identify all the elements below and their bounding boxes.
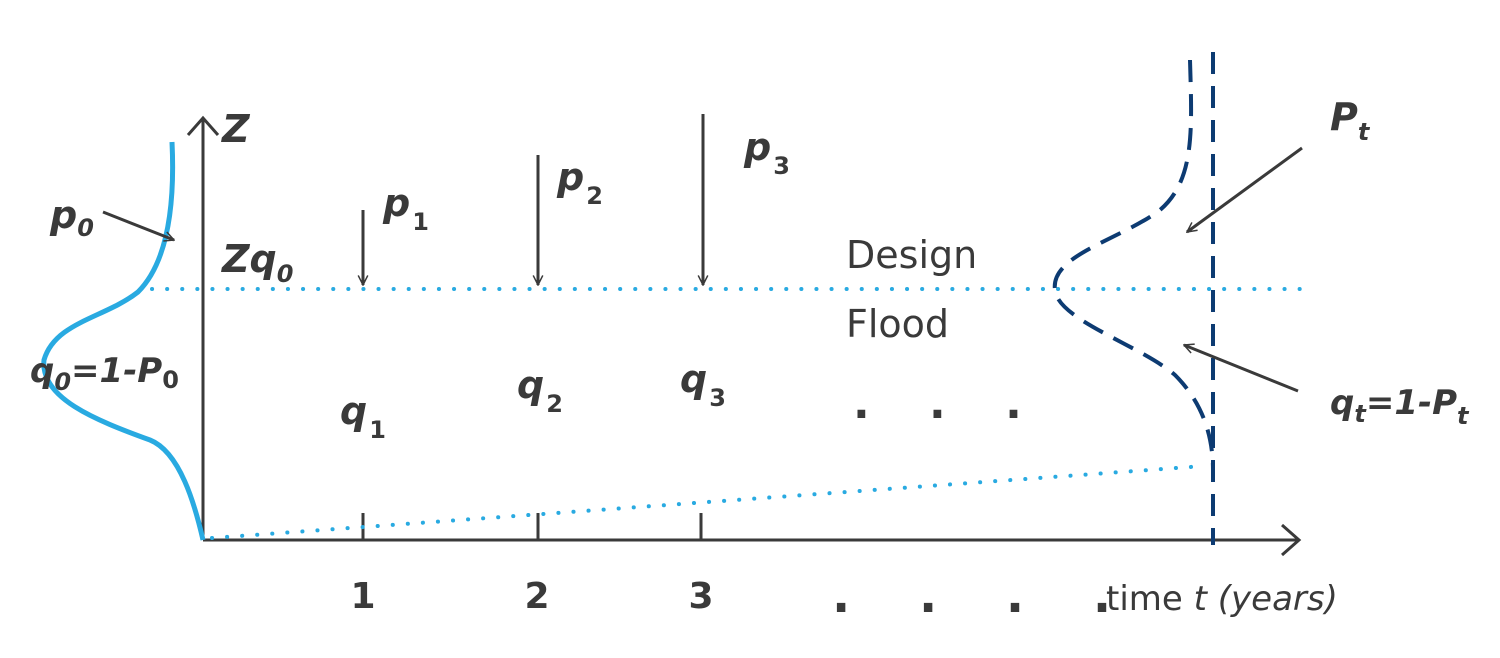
x-axis-ellipsis: . . . . bbox=[832, 568, 1137, 624]
zq0-label: Zq0 bbox=[221, 237, 293, 288]
Pt-label: Pt bbox=[1330, 95, 1371, 146]
p1-label: p1 bbox=[382, 181, 429, 236]
p3-label: p3 bbox=[743, 125, 790, 180]
p0-arrow bbox=[102, 210, 174, 240]
q1-label: q1 bbox=[340, 389, 386, 444]
q0-equation-label: q0=1-P0 bbox=[30, 351, 179, 396]
x-tick-label-1: 1 bbox=[350, 576, 375, 617]
p0-label: p0 bbox=[49, 193, 94, 242]
future-distribution-curve bbox=[1052, 59, 1215, 471]
q2-label: q2 bbox=[517, 363, 563, 418]
initial-distribution-curve bbox=[41, 141, 206, 541]
y-axis-label: Z bbox=[221, 107, 251, 151]
q3-label: q3 bbox=[680, 357, 726, 412]
qt-equation-label: qt=1-Pt bbox=[1330, 383, 1470, 430]
middle-ellipsis: . . . bbox=[853, 378, 1044, 429]
Pt-arrow bbox=[1187, 146, 1303, 234]
qt-arrow bbox=[1184, 345, 1299, 393]
axes bbox=[186, 115, 1302, 557]
y-axis-arrowhead bbox=[186, 115, 220, 136]
x-tick-label-3: 3 bbox=[688, 576, 713, 617]
design-flood-label-line2: Flood bbox=[846, 302, 949, 346]
x-axis-arrowhead bbox=[1281, 523, 1302, 557]
x-tick-label-2: 2 bbox=[524, 576, 549, 617]
x-axis-label: time t (years) bbox=[1106, 579, 1338, 619]
trend-line bbox=[210, 464, 1206, 540]
p2-label: p2 bbox=[556, 155, 603, 210]
design-flood-label-line1: Design bbox=[846, 233, 977, 277]
